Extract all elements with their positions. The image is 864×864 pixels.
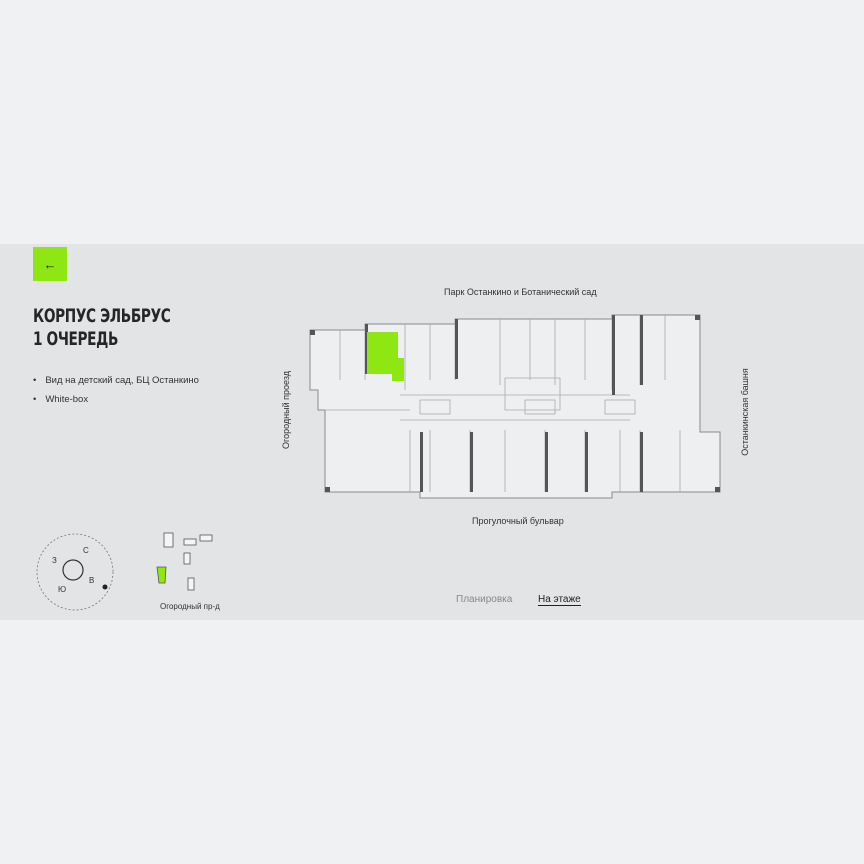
compass-west: З	[52, 556, 57, 565]
features-list: Вид на детский сад, БЦ Останкино White-b…	[33, 375, 199, 413]
sun-marker-icon	[102, 584, 108, 590]
compass: С В Ю З	[36, 533, 114, 611]
site-street-label: Огородный пр-д	[160, 602, 220, 611]
arrow-left-icon: ←	[43, 256, 57, 272]
north-label: Парк Останкино и Ботанический сад	[444, 287, 597, 297]
tab-on-floor[interactable]: На этаже	[538, 594, 581, 606]
compass-north: С	[83, 546, 89, 555]
site-map	[156, 532, 213, 591]
south-label: Прогулочный бульвар	[472, 516, 564, 526]
structural-walls	[310, 315, 720, 492]
feature-item: Вид на детский сад, БЦ Останкино	[33, 375, 199, 386]
back-button[interactable]: ←	[33, 247, 67, 281]
selected-apartment[interactable]	[367, 332, 404, 381]
tab-layout[interactable]: Планировка	[456, 594, 513, 605]
compass-south: Ю	[58, 585, 66, 594]
compass-east: В	[89, 576, 94, 585]
selected-building	[156, 566, 167, 584]
feature-item: White-box	[33, 394, 199, 405]
